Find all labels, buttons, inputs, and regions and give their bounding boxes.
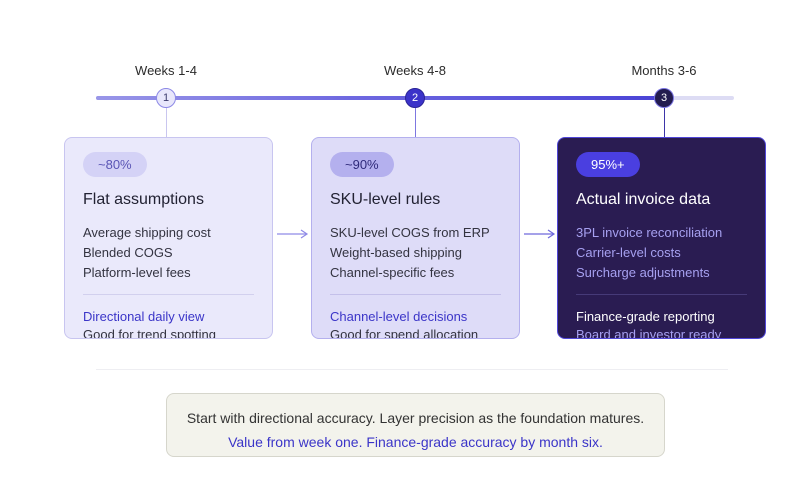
card-list: Average shipping cost Blended COGS Platf… <box>83 223 254 283</box>
summary-main-text: Start with directional accuracy. Layer p… <box>186 410 645 426</box>
list-item: Blended COGS <box>83 245 173 260</box>
summary-sub-text: Value from week one. Finance-grade accur… <box>228 434 603 450</box>
outcome-subtext: Good for spend allocation <box>330 327 479 339</box>
list-item: Weight-based shipping <box>330 245 463 260</box>
phase-3-label: Months 3-6 <box>631 63 697 78</box>
card-title: Actual invoice data <box>576 191 711 208</box>
section-divider <box>96 369 728 370</box>
card-divider <box>576 294 747 295</box>
phase-2-card: ~90% SKU-level rules SKU-level COGS from… <box>311 137 520 339</box>
list-item: 3PL invoice reconciliation <box>576 225 723 240</box>
summary-callout: Start with directional accuracy. Layer p… <box>166 393 665 457</box>
outcome-subtext: Board and investor ready <box>576 327 722 339</box>
phase-3-marker: 3 <box>654 88 674 108</box>
card-divider <box>330 294 501 295</box>
phase-1-label: Weeks 1-4 <box>135 63 197 78</box>
phase-1-marker: 1 <box>156 88 176 108</box>
phase-2-label: Weeks 4-8 <box>384 63 446 78</box>
list-item: SKU-level COGS from ERP <box>330 225 490 240</box>
phase-1-connector <box>166 108 167 137</box>
accuracy-badge: ~90% <box>330 152 394 177</box>
outcome-heading: Directional daily view <box>83 309 205 324</box>
arrow-right-icon <box>524 229 556 239</box>
arrow-right-icon <box>277 229 309 239</box>
phase-3-card: 95%+ Actual invoice data 3PL invoice rec… <box>557 137 766 339</box>
card-list: SKU-level COGS from ERP Weight-based shi… <box>330 223 501 283</box>
outcome-heading: Channel-level decisions <box>330 309 468 324</box>
card-title: Flat assumptions <box>83 191 204 208</box>
outcome-subtext: Good for trend spotting <box>83 327 216 339</box>
card-title: SKU-level rules <box>330 191 441 208</box>
phase-2-marker: 2 <box>405 88 425 108</box>
outcome-heading: Finance-grade reporting <box>576 309 715 324</box>
card-divider <box>83 294 254 295</box>
list-item: Average shipping cost <box>83 225 211 240</box>
list-item: Channel-specific fees <box>330 265 455 280</box>
accuracy-badge: 95%+ <box>576 152 640 177</box>
list-item: Surcharge adjustments <box>576 265 710 280</box>
phase-3-connector <box>664 108 665 137</box>
accuracy-badge: ~80% <box>83 152 147 177</box>
list-item: Carrier-level costs <box>576 245 681 260</box>
phase-2-connector <box>415 108 416 137</box>
list-item: Platform-level fees <box>83 265 191 280</box>
card-list: 3PL invoice reconciliation Carrier-level… <box>576 223 747 283</box>
timeline-progress <box>96 96 664 100</box>
phase-1-card: ~80% Flat assumptions Average shipping c… <box>64 137 273 339</box>
